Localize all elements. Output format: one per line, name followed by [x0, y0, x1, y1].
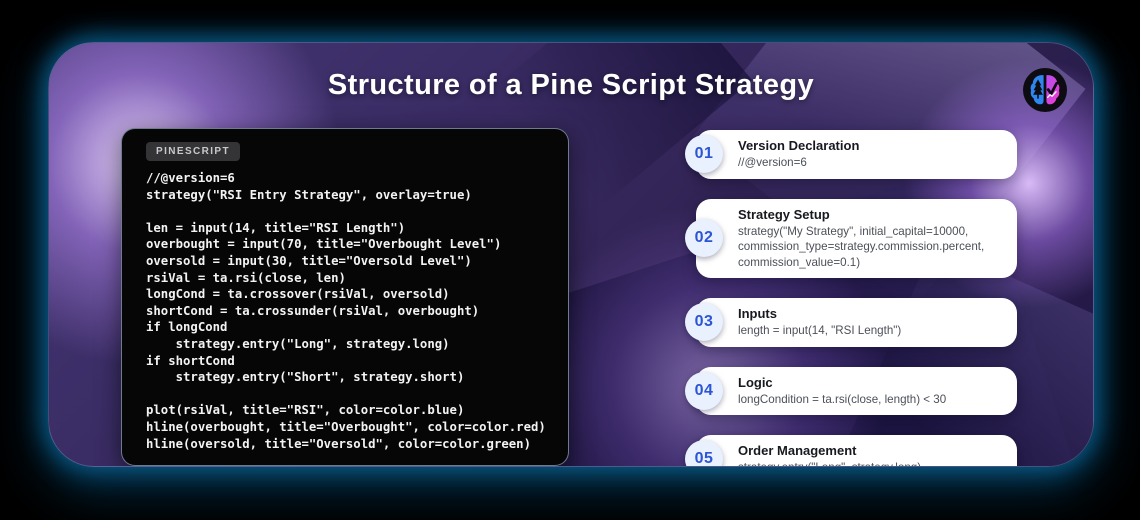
- step-code-line: commission_type=strategy.commission.perc…: [738, 240, 985, 253]
- code-language-badge: PINESCRIPT: [146, 142, 241, 161]
- code-line: rsiVal = ta.rsi(close, len): [146, 270, 346, 285]
- step-title: Inputs: [738, 306, 777, 321]
- step-code-line: length = input(14, "RSI Length"): [738, 324, 902, 337]
- code-line: [146, 387, 568, 404]
- step-version-declaration: 01 Version Declaration //@version=6: [685, 130, 1017, 179]
- infographic-panel: Structure of a Pine Script Strategy PINE…: [48, 42, 1094, 467]
- code-line: hline(oversold, title="Oversold", color=…: [146, 436, 531, 451]
- step-number-badge: 02: [685, 219, 723, 258]
- step-code-line: //@version=6: [738, 156, 807, 169]
- page-title: Structure of a Pine Script Strategy: [327, 69, 815, 101]
- step-title: Strategy Setup: [738, 206, 830, 222]
- code-line: hline(overbought, title="Overbought", co…: [146, 419, 546, 434]
- step-inputs: 03 Inputs length = input(14, "RSI Length…: [685, 298, 1017, 347]
- pine-script-code-block: PINESCRIPT //@version=6 strategy("RSI En…: [121, 128, 569, 466]
- code-line: if shortCond: [146, 353, 235, 368]
- code-lines: //@version=6 strategy("RSI Entry Strateg…: [146, 171, 568, 453]
- step-card: Inputs length = input(14, "RSI Length"): [696, 298, 1017, 347]
- step-card: Version Declaration //@version=6: [696, 130, 1017, 179]
- code-line: shortCond = ta.crossunder(rsiVal, overbo…: [146, 303, 480, 318]
- code-line: strategy("RSI Entry Strategy", overlay=t…: [146, 187, 472, 202]
- code-line: strategy.entry("Long", strategy.long): [146, 336, 450, 351]
- step-strategy-setup: 02 Strategy Setup strategy("My Strategy"…: [685, 198, 1017, 278]
- step-code-line: commission_value=0.1): [738, 255, 861, 269]
- step-title: Logic: [738, 374, 773, 390]
- code-line: if longCond: [146, 320, 228, 335]
- step-card: Order Management strategy.entry("Long", …: [696, 435, 1017, 466]
- step-code-line: longCondition = ta.rsi(close, length) < …: [738, 392, 947, 406]
- step-number-badge: 04: [685, 371, 723, 410]
- step-order-management: 05 Order Management strategy.entry("Long…: [685, 435, 1017, 466]
- step-card: Logic longCondition = ta.rsi(close, leng…: [696, 366, 1017, 415]
- code-line: oversold = input(30, title="Oversold Lev…: [146, 253, 472, 268]
- code-line: plot(rsiVal, title="RSI", color=color.bl…: [146, 403, 465, 418]
- step-logic: 04 Logic longCondition = ta.rsi(close, l…: [685, 366, 1017, 415]
- brain-chart-logo-icon: [1023, 68, 1067, 112]
- step-title: Version Declaration: [738, 138, 860, 153]
- strategy-steps-list: 01 Version Declaration //@version=6 02 S…: [685, 130, 1017, 466]
- step-number-badge: 03: [685, 303, 723, 342]
- step-title: Order Management: [738, 443, 857, 458]
- code-line: overbought = input(70, title="Overbought…: [146, 237, 502, 252]
- code-line: [146, 204, 568, 221]
- step-card: Strategy Setup strategy("My Strategy", i…: [696, 198, 1017, 278]
- code-line: len = input(14, title="RSI Length"): [146, 220, 406, 235]
- bottom-glow-band: [0, 462, 1140, 520]
- code-line: longCond = ta.crossover(rsiVal, oversold…: [146, 287, 450, 302]
- step-number-badge: 01: [685, 135, 723, 174]
- step-code-line: strategy.entry("Long", strategy.long): [738, 460, 1003, 466]
- step-code-line: strategy("My Strategy", initial_capital=…: [738, 224, 969, 238]
- code-line: strategy.entry("Short", strategy.short): [146, 370, 465, 385]
- code-line: //@version=6: [146, 171, 235, 185]
